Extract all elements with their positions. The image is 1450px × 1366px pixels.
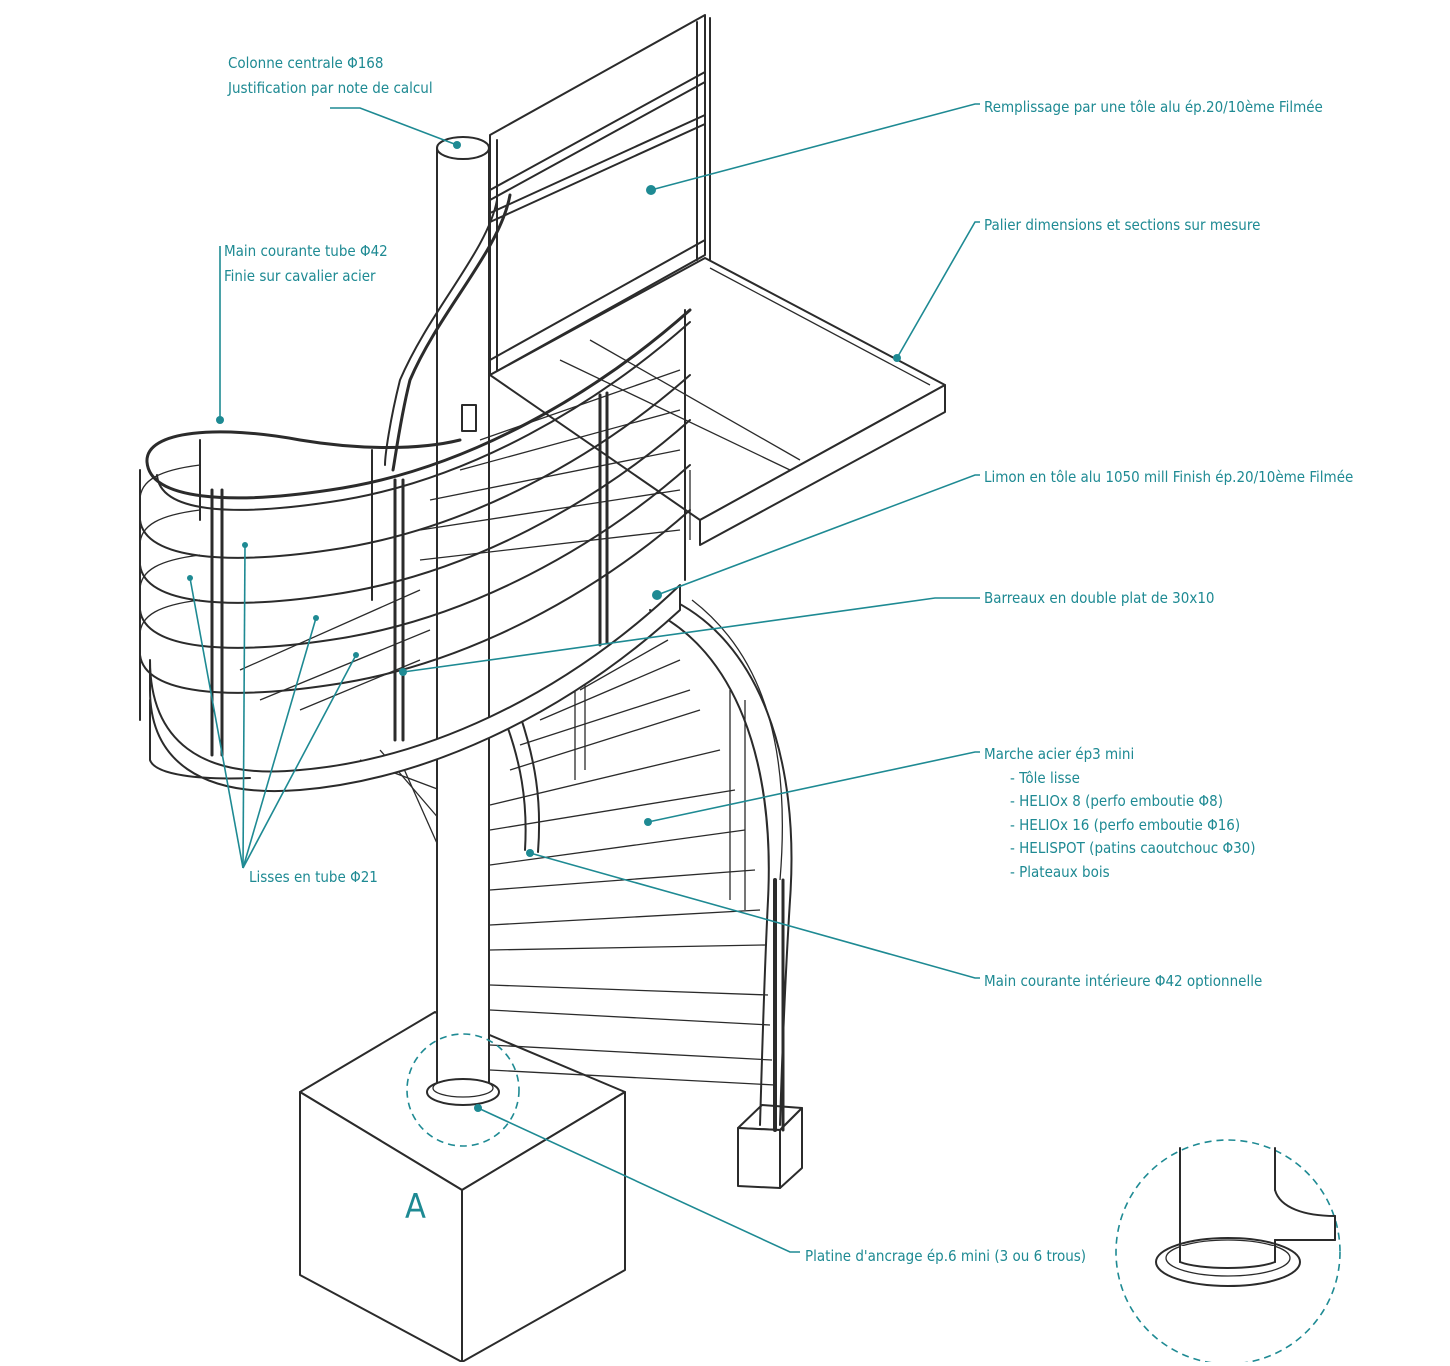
label-remplissage: Remplissage par une tôle alu ép.20/10ème… bbox=[984, 98, 1323, 116]
base-detail-marker bbox=[406, 1033, 520, 1147]
label-marche-3: - HELIOx 16 (perfo emboutie Φ16) bbox=[1010, 816, 1240, 834]
leader-lines bbox=[187, 103, 980, 1253]
label-barreaux: Barreaux en double plat de 30x10 bbox=[984, 589, 1215, 607]
staircase-drawing bbox=[139, 14, 1341, 1365]
label-colonne-2: Justification par note de calcul bbox=[227, 79, 433, 97]
label-colonne-1: Colonne centrale Φ168 bbox=[228, 54, 383, 72]
outer-guardrail bbox=[139, 308, 692, 757]
label-palier: Palier dimensions et sections sur mesure bbox=[984, 216, 1260, 234]
zoom-detail bbox=[1115, 1139, 1341, 1365]
label-main-courante-ext-2: Finie sur cavalier acier bbox=[224, 267, 376, 285]
label-marche-5: - Plateaux bois bbox=[1010, 863, 1110, 881]
upper-steps bbox=[239, 369, 681, 711]
label-marche-4: - HELISPOT (patins caoutchouc Φ30) bbox=[1010, 839, 1256, 857]
lower-steps bbox=[359, 639, 776, 1086]
inner-handrail-lower bbox=[504, 680, 586, 853]
label-main-courante-int: Main courante intérieure Φ42 optionnelle bbox=[984, 972, 1262, 990]
annotation-labels: Colonne centrale Φ168 Justification par … bbox=[224, 54, 1353, 1265]
foot-block bbox=[737, 1104, 803, 1189]
label-marche-title: Marche acier ép3 mini bbox=[984, 745, 1134, 763]
label-marche-2: - HELIOx 8 (perfo emboutie Φ8) bbox=[1010, 792, 1223, 810]
central-column bbox=[426, 136, 500, 1106]
label-lisses: Lisses en tube Φ21 bbox=[249, 868, 378, 886]
inner-handrail-upper bbox=[384, 193, 512, 472]
lower-stringer bbox=[649, 597, 793, 1132]
upper-stringer bbox=[149, 584, 681, 792]
label-main-courante-ext-1: Main courante tube Φ42 bbox=[224, 242, 388, 260]
label-limon: Limon en tôle alu 1050 mill Finish ép.20… bbox=[984, 468, 1353, 486]
landing-platform bbox=[489, 257, 946, 546]
landing-panel bbox=[489, 14, 711, 376]
label-platine: Platine d'ancrage ép.6 mini (3 ou 6 trou… bbox=[805, 1247, 1086, 1265]
label-block-a: A bbox=[405, 1187, 426, 1227]
label-marche-1: - Tôle lisse bbox=[1010, 769, 1080, 787]
